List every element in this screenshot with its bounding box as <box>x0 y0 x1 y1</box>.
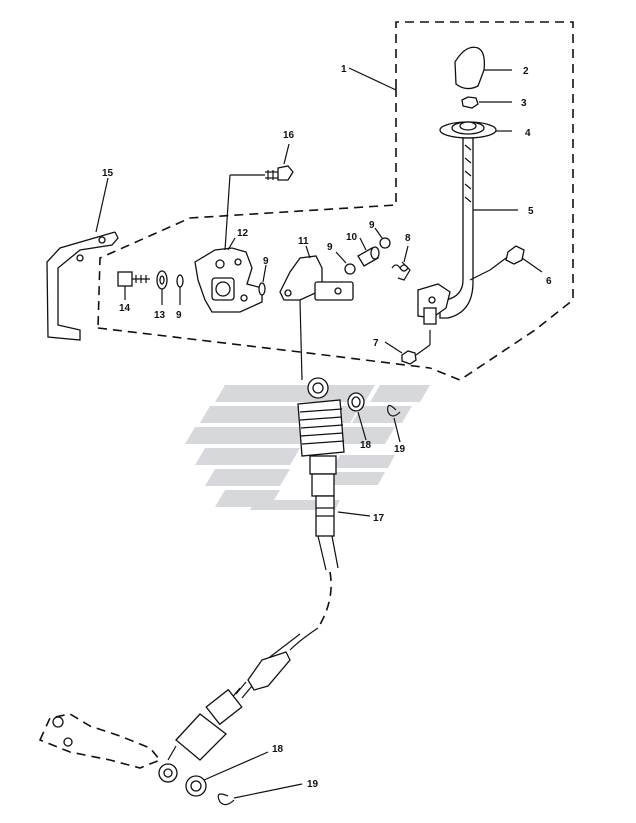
callout-label: 18 <box>272 744 284 755</box>
bolt-part-16 <box>224 143 294 251</box>
washer-part-9-mid <box>258 264 267 296</box>
callout-label: 9 <box>369 220 375 231</box>
washer-part-18-upper <box>347 392 367 441</box>
washer-part-9-a <box>335 251 356 275</box>
spring-part-8 <box>391 245 411 281</box>
knob-part-2 <box>454 46 512 90</box>
nut-part-7 <box>384 330 431 365</box>
washer-part-9-left <box>176 274 184 305</box>
boot-part-4 <box>439 121 512 139</box>
callout-label: 14 <box>119 303 131 314</box>
leader-part-1 <box>348 67 397 91</box>
nut-part-3 <box>461 96 512 109</box>
lever-base <box>417 283 451 325</box>
plate-part-12 <box>194 237 263 313</box>
callout-label: 16 <box>283 130 295 141</box>
clip-part-19-lower <box>217 783 303 806</box>
washer-part-18-lower <box>185 751 269 797</box>
callout-label: 5 <box>528 206 534 217</box>
callout-label: 2 <box>523 66 529 77</box>
callout-label: 13 <box>154 310 166 321</box>
callout-label: 9 <box>327 242 333 253</box>
callout-label: 12 <box>237 228 249 239</box>
callout-label: 9 <box>176 310 182 321</box>
lever-part-5 <box>439 137 518 319</box>
cable-part-17 <box>297 299 371 629</box>
washer-part-13 <box>156 270 168 305</box>
callout-label: 6 <box>546 276 552 287</box>
callout-label: 7 <box>373 338 379 349</box>
bushing-part-10 <box>357 237 380 267</box>
bolt-part-14 <box>117 271 150 300</box>
bolt-part-6 <box>469 245 543 281</box>
cable-lower <box>158 627 319 783</box>
callout-label: 9 <box>263 256 269 267</box>
bracket-part-15 <box>46 177 119 341</box>
assembly-boundary <box>97 21 574 381</box>
callout-label: 3 <box>521 98 527 109</box>
callout-label: 1 <box>341 64 347 75</box>
callout-label: 18 <box>360 440 372 451</box>
callout-label: 8 <box>405 233 411 244</box>
callout-labels: 1 2 3 4 5 6 7 8 9 9 9 9 10 11 12 13 14 1… <box>102 64 552 790</box>
callout-label: 10 <box>346 232 358 243</box>
bracket-part-11 <box>279 245 354 301</box>
callout-label: 19 <box>307 779 319 790</box>
callout-label: 19 <box>394 444 406 455</box>
washer-part-9-b <box>374 227 391 249</box>
callout-label: 17 <box>373 513 385 524</box>
callout-label: 11 <box>298 236 309 247</box>
lever-bracket-lower <box>38 713 162 769</box>
callout-label: 15 <box>102 168 114 179</box>
callout-label: 4 <box>525 128 531 139</box>
clip-part-19-upper <box>387 404 401 443</box>
